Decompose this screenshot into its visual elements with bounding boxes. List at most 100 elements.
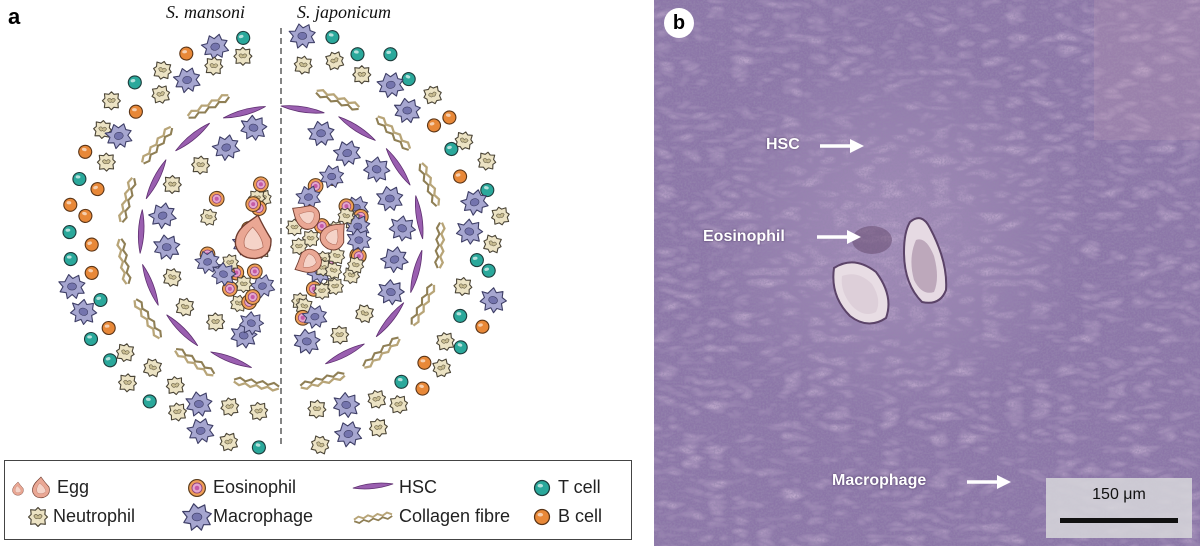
hsc [323, 341, 367, 367]
hsc [164, 312, 201, 349]
t-cell [349, 46, 366, 63]
hsc [407, 249, 426, 294]
hsc [373, 300, 407, 339]
neutrophil [312, 281, 332, 301]
egg-cavity-left [832, 261, 890, 325]
collagen-fibre [138, 123, 176, 167]
neutrophil [114, 341, 137, 364]
collagen-fibre [416, 160, 443, 209]
macrophage [199, 31, 232, 63]
t-cell [469, 252, 485, 268]
t-cell [382, 46, 399, 62]
scale-bar-label: 150 μm [1092, 486, 1146, 503]
t-cell [324, 29, 341, 45]
t-cell [250, 438, 268, 457]
legend-t-cell-label: T cell [558, 477, 601, 497]
neutrophil [149, 83, 173, 106]
macrophage [152, 234, 181, 260]
macrophage [171, 65, 203, 95]
egg-s-mansoni [232, 211, 277, 263]
neutrophil [101, 91, 122, 111]
macrophage [209, 131, 243, 164]
t-cell [101, 351, 119, 369]
collagen-fibre [373, 113, 414, 154]
macrophage [238, 113, 269, 143]
neutrophil [452, 276, 474, 297]
b-cell [441, 109, 458, 126]
t-cell [142, 393, 158, 409]
b-cell [89, 180, 106, 198]
legend-large-egg-icon [32, 476, 50, 499]
neutrophil [420, 83, 445, 107]
collagen-fibre [185, 91, 232, 122]
eosinophil-cluster [852, 226, 892, 254]
t-cell [479, 261, 498, 280]
neutrophil [205, 312, 226, 332]
neutrophil [160, 266, 184, 289]
collagen-fibre [408, 281, 438, 328]
b-cell [417, 355, 432, 370]
neutrophil [322, 48, 347, 73]
t-cell [62, 224, 77, 240]
macrophage [377, 243, 412, 276]
neutrophil [117, 372, 138, 393]
legend-eosinophil-label: Eosinophil [213, 477, 297, 497]
b-cell [474, 318, 491, 335]
neutrophil [140, 355, 165, 380]
b-cell [451, 167, 469, 186]
macrophage [330, 390, 362, 420]
legend-egg-label: Egg [57, 477, 90, 497]
legend-hsc-label: HSC [399, 477, 438, 497]
macrophage [58, 273, 86, 300]
legend-t-cell-icon [533, 479, 551, 497]
hsc [383, 146, 413, 188]
neutrophil [164, 375, 186, 397]
neutrophil [247, 400, 270, 423]
neutrophil [292, 54, 315, 76]
b-cell [82, 235, 101, 254]
legend-icons [12, 476, 551, 531]
neutrophil [480, 232, 505, 256]
eosinophil-annotation: Eosinophil [703, 228, 785, 245]
right-species-label: S. japonicum [297, 2, 391, 22]
scale-bar-box: 150 μm [1046, 478, 1192, 538]
macrophage-arrow-icon [967, 475, 1011, 489]
collagen-fibre [116, 175, 138, 225]
neutrophil [329, 324, 350, 346]
collagen-fibre [433, 221, 446, 270]
collagen-fibre [313, 87, 362, 113]
macrophage [359, 153, 394, 186]
collagen-fibre [360, 334, 403, 372]
macrophage [185, 391, 213, 417]
t-cell [126, 74, 144, 91]
macrophage [332, 418, 365, 450]
neutrophil [173, 295, 197, 319]
b-cell [178, 45, 194, 62]
legend-hsc-icon [352, 481, 394, 491]
neutrophil [151, 59, 174, 82]
b-cell [76, 207, 94, 225]
t-cell [452, 308, 468, 324]
neutrophil [434, 330, 457, 353]
panel-a-letter: a [8, 4, 21, 29]
neutrophil [96, 152, 117, 172]
left-species-label: S. mansoni [166, 2, 246, 22]
b-cell [62, 197, 78, 213]
macrophage-annotation: Macrophage [832, 472, 927, 489]
macrophage [185, 416, 217, 446]
neutrophil [308, 432, 333, 457]
eosinophil-arrow-icon [817, 230, 861, 244]
b-cell [414, 380, 431, 398]
macrophage [453, 216, 486, 247]
hsc-arrow-icon [820, 139, 864, 153]
legend-eosinophil-icon [188, 479, 206, 497]
b-cell [425, 117, 443, 134]
histology-micrograph [654, 0, 1200, 546]
neutrophil [190, 155, 211, 176]
macrophage [375, 70, 406, 100]
legend-macrophage-label: Macrophage [213, 506, 314, 526]
neutrophil [352, 301, 377, 326]
b-cell [83, 264, 100, 282]
hsc [336, 113, 378, 144]
